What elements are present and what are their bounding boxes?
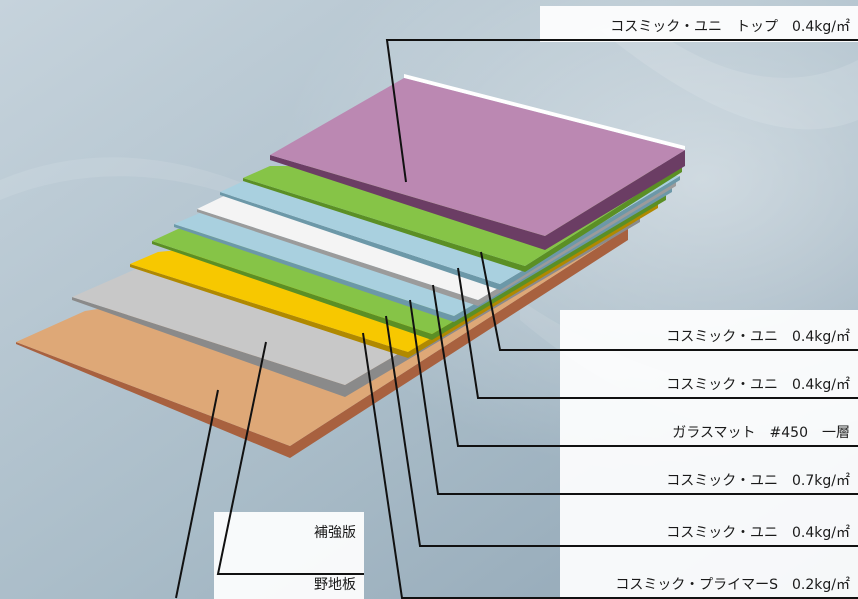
leader-line-top [385,39,858,183]
top-coat-highlight [404,74,685,150]
label-reinforcement: 補強版 [314,525,356,541]
leader-line-uni-4 [385,315,858,547]
wood-base-edge [16,228,628,458]
background-swoosh-3 [0,157,260,205]
leader-line-glass-mat [432,284,858,447]
uni-04-c-edge [243,166,682,272]
label-panel-top [540,6,858,42]
label-uni-4: コスミック・ユニ 0.4kg/㎡ [666,525,850,541]
leader-line-base-board [175,389,219,599]
leader-line-uni-3 [409,299,858,495]
label-glass-mat: ガラスマット #450 一層 [672,425,850,441]
top-coat-edge [270,150,685,250]
leader-line-uni-1 [480,251,858,351]
label-uni-1: コスミック・ユニ 0.4kg/㎡ [666,329,850,345]
leader-line-primer [362,332,858,599]
uni-04-b-edge [220,176,680,290]
top-coat-layer [270,78,685,236]
label-uni-2: コスミック・ユニ 0.4kg/㎡ [666,377,850,393]
leader-line-uni-2 [457,267,858,399]
label-top-coat: コスミック・ユニ トップ 0.4kg/㎡ [610,19,850,35]
label-panel-left [214,512,364,599]
label-primer: コスミック・プライマーS 0.2kg/㎡ [615,577,850,593]
label-uni-3: コスミック・ユニ 0.7kg/㎡ [666,473,850,489]
label-panel-right [560,310,858,599]
leader-line-reinforcement [216,341,364,575]
label-base-board: 野地板 [314,577,356,593]
background-swoosh-1 [600,20,858,130]
glass-mat-edge [197,182,676,306]
